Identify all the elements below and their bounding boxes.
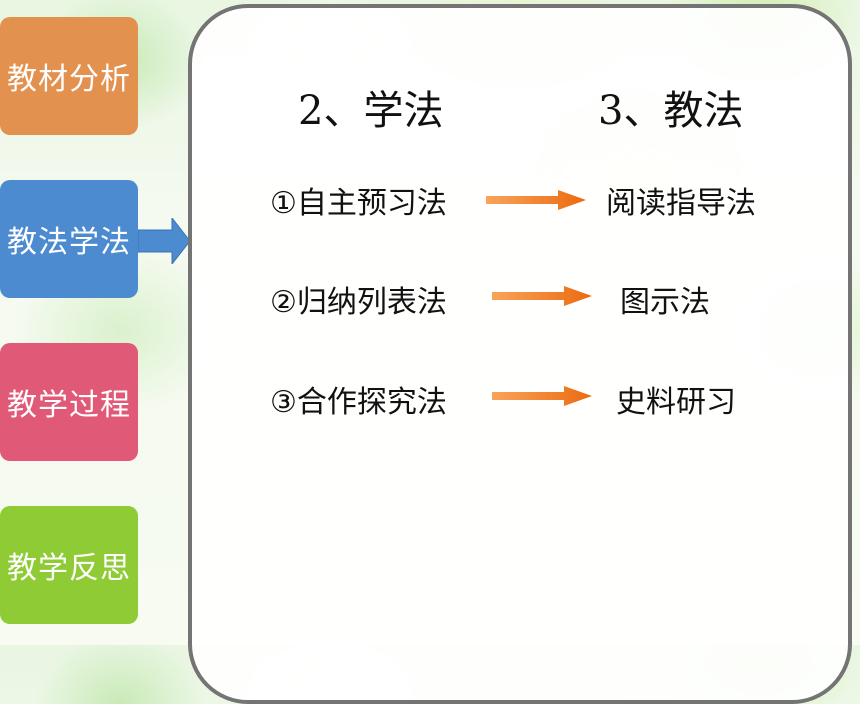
pointer-arrow-icon — [138, 218, 190, 264]
content-panel — [188, 4, 852, 704]
learning-method-item: ③合作探究法 — [270, 385, 447, 420]
sidebar-item-reflection[interactable]: 教学反思 — [0, 506, 138, 624]
teaching-method-item: 图示法 — [620, 285, 710, 320]
teaching-methods-heading: 3、教法 — [598, 88, 744, 134]
learning-method-item: ②归纳列表法 — [270, 285, 447, 320]
sidebar-item-label: 教材分析 — [7, 62, 131, 97]
sidebar-item-teaching-process[interactable]: 教学过程 — [0, 343, 138, 461]
right-arrow-icon — [492, 386, 592, 406]
sidebar-item-methods[interactable]: 教法学法 — [0, 180, 138, 298]
right-arrow-icon — [492, 286, 592, 306]
learning-methods-heading: 2、学法 — [298, 88, 444, 134]
teaching-method-item: 史料研习 — [616, 385, 736, 420]
teaching-method-item: 阅读指导法 — [606, 186, 756, 221]
sidebar-item-material-analysis[interactable]: 教材分析 — [0, 17, 138, 135]
sidebar-item-label: 教学过程 — [7, 388, 131, 423]
sidebar-item-label: 教学反思 — [7, 551, 131, 586]
sidebar-item-label: 教法学法 — [7, 225, 131, 260]
right-arrow-icon — [486, 190, 586, 210]
learning-method-item: ①自主预习法 — [270, 186, 447, 221]
